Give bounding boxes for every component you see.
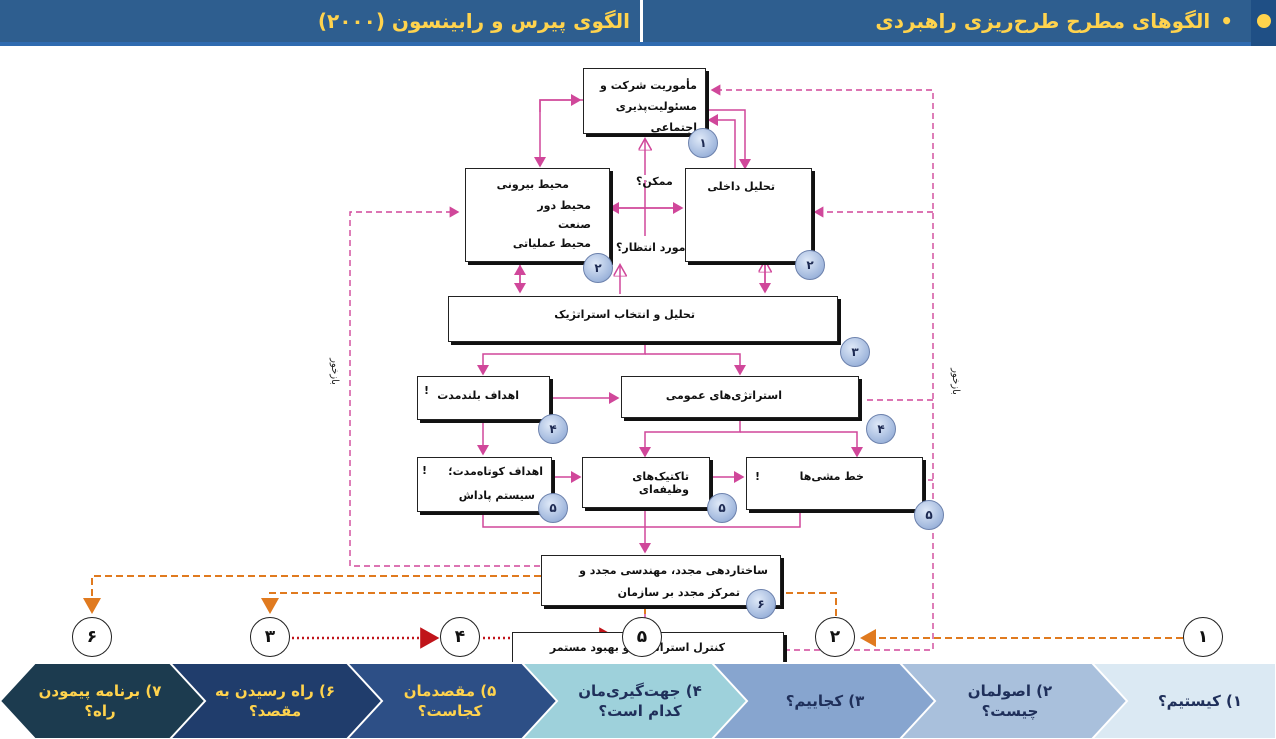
box-external-line-3: صنعت [558, 218, 591, 231]
box-general-label: استراتژی‌های عمومی [665, 389, 782, 402]
box-internal: تحلیل داخلی [685, 168, 812, 262]
box-internal-label: تحلیل داخلی [707, 180, 775, 193]
box-external: محیط بیرونی محیط دور صنعت محیط عملیاتی [465, 168, 610, 262]
chevron-label-6: ۶) راه رسیدن به مقصد؟ [214, 682, 335, 720]
chevron-label-2: ۲) اصولمان چیست؟ [967, 682, 1053, 720]
header-divider [0, 42, 1276, 46]
box-external-line-1: محیط بیرونی [496, 178, 569, 191]
header-left-title: الگوی پیرس و رابینسون (۲۰۰۰) [317, 9, 630, 33]
chevron-label-4: ۴) جهت‌گیری‌مان کدام است؟ [578, 682, 702, 720]
box-mission-label: مأموریت شرکت و مسئولیت‌پذیری اجتماعی [600, 79, 697, 134]
box-long-goals-label: اهداف بلندمدت [437, 389, 519, 402]
chevron-label-3: ۳) کجاییم؟ [785, 692, 865, 710]
badge-analysis: ۳ [840, 337, 870, 367]
step-circle-1: ۱ [1183, 617, 1223, 657]
box-tactics-label: تاکتیک‌های وظیفه‌ای [632, 470, 689, 496]
box-short-goals-line-2: سیستم پاداش [458, 489, 535, 502]
box-analysis-label: تحلیل و انتخاب استراتژیک [554, 308, 695, 321]
policies-mark: ! [755, 470, 761, 483]
box-restructure-line-1: ساختاردهی مجدد، مهندسی مجدد و [579, 564, 768, 577]
badge-tactics: ۵ [707, 493, 737, 523]
box-tactics: تاکتیک‌های وظیفه‌ای [582, 457, 710, 508]
box-short-goals-line-1: اهداف کوتاه‌مدت؛ [448, 465, 543, 478]
header-right-bar: الگوهای مطرح طرح‌ریزی راهبردی • [643, 0, 1251, 42]
step-circle-2: ۲ [815, 617, 855, 657]
badge-short-goals: ۵ [538, 493, 568, 523]
badge-long-goals: ۴ [538, 414, 568, 444]
chevron-7 [0, 662, 207, 739]
chevron-label-7: ۷) برنامه پیمودن راه؟ [38, 682, 162, 720]
chevron-label-5: ۵) مقصدمان کجاست؟ [403, 682, 497, 720]
box-policies-label: خط مشی‌ها [799, 470, 864, 483]
badge-external: ۲ [583, 253, 613, 283]
box-general: استراتژی‌های عمومی [621, 376, 859, 418]
corner-dot-icon [1257, 14, 1271, 28]
header-corner [1251, 0, 1276, 46]
box-restructure-line-2: تمرکز مجدد بر سازمان [617, 586, 740, 599]
label-possible: ممکن؟ [636, 175, 673, 188]
badge-restructure: ۶ [746, 589, 776, 619]
long-goals-mark: ! [424, 384, 430, 397]
box-external-line-2: محیط دور [537, 199, 591, 212]
step-circle-3: ۳ [250, 617, 290, 657]
box-short-goals: اهداف کوتاه‌مدت؛ سیستم پاداش ! [417, 457, 552, 512]
box-external-line-4: محیط عملیاتی [512, 237, 591, 250]
box-restructure: ساختاردهی مجدد، مهندسی مجدد و تمرکز مجدد… [541, 555, 781, 606]
box-mission: مأموریت شرکت و مسئولیت‌پذیری اجتماعی [583, 68, 706, 134]
step-circle-4: ۴ [440, 617, 480, 657]
badge-policies: ۵ [914, 500, 944, 530]
step-circle-5: ۵ [622, 617, 662, 657]
badge-general: ۴ [866, 414, 896, 444]
header-right-title: الگوهای مطرح طرح‌ریزی راهبردی [875, 9, 1211, 33]
badge-internal: ۲ [795, 250, 825, 280]
box-analysis: تحلیل و انتخاب استراتژیک [448, 296, 838, 342]
box-policies: خط مشی‌ها ! [746, 457, 923, 510]
header-left-bar: الگوی پیرس و رابینسون (۲۰۰۰) [0, 0, 640, 42]
step-circle-6: ۶ [72, 617, 112, 657]
box-long-goals: اهداف بلندمدت ! [417, 376, 550, 420]
bullet-icon: • [1220, 9, 1233, 33]
label-expected: مورد انتظار؟ [616, 241, 686, 254]
badge-mission: ۱ [688, 128, 718, 158]
short-goals-mark: ! [422, 464, 428, 477]
chevron-label-1: ۱) کیستیم؟ [1157, 692, 1243, 710]
